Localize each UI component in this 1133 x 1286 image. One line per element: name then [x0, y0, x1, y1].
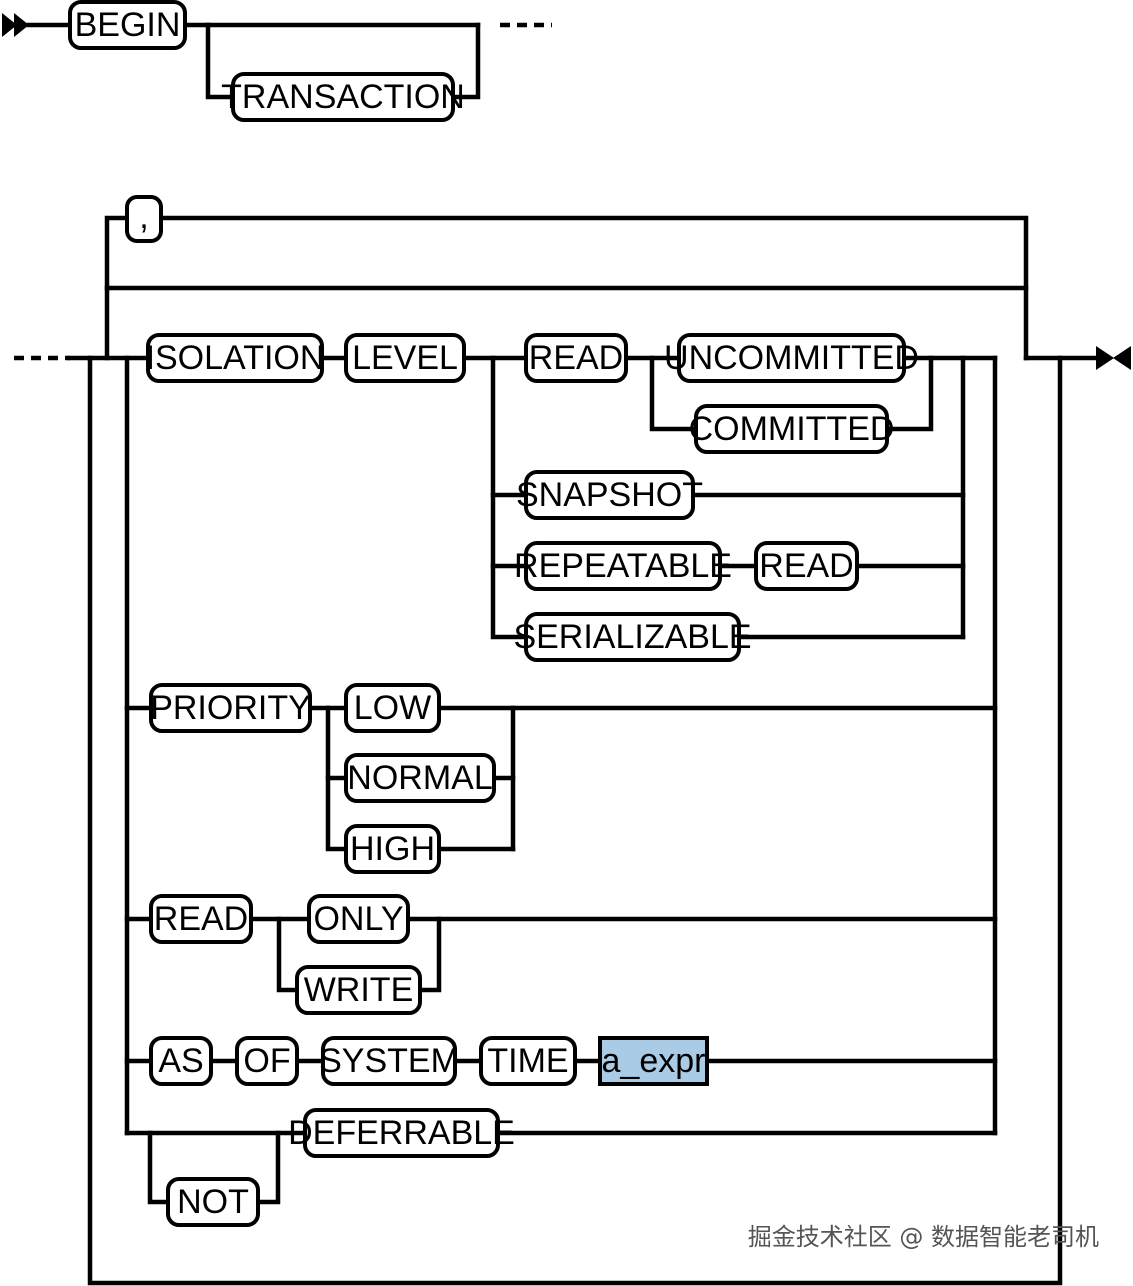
time-keyword: TIME — [479, 1036, 577, 1086]
access-read-keyword: READ — [149, 894, 253, 944]
read-keyword: READ — [524, 333, 628, 383]
svg-text:SNAPSHOT: SNAPSHOT — [516, 476, 703, 514]
as-keyword: AS — [149, 1036, 213, 1086]
start-arrow-icon-2 — [14, 13, 29, 37]
level-keyword: LEVEL — [344, 333, 466, 383]
normal-keyword: NORMAL — [344, 753, 496, 803]
svg-text:ONLY: ONLY — [313, 900, 403, 938]
svg-text:HIGH: HIGH — [350, 830, 435, 868]
isolation-keyword: ISOLATION — [146, 333, 325, 383]
svg-text:SYSTEM: SYSTEM — [319, 1042, 459, 1080]
svg-text:NORMAL: NORMAL — [347, 759, 492, 797]
svg-text:DEFERRABLE: DEFERRABLE — [288, 1114, 515, 1152]
svg-text:OF: OF — [243, 1042, 290, 1080]
system-keyword: SYSTEM — [319, 1036, 459, 1086]
comma-separator: , — [125, 195, 163, 243]
high-keyword: HIGH — [344, 824, 441, 874]
watermark: 掘金技术社区 @ 数据智能老司机 — [747, 1223, 1099, 1251]
svg-text:READ: READ — [759, 547, 853, 585]
repeatable-keyword: REPEATABLE — [514, 541, 732, 591]
svg-text:AS: AS — [158, 1042, 203, 1080]
svg-text:READ: READ — [154, 900, 248, 938]
svg-text:PRIORITY: PRIORITY — [150, 689, 311, 727]
transaction-keyword: TRANSACTION — [221, 72, 465, 122]
serializable-keyword: SERIALIZABLE — [513, 612, 752, 662]
deferrable-keyword: DEFERRABLE — [288, 1108, 515, 1158]
svg-text:TIME: TIME — [487, 1042, 568, 1080]
end-bar-icon — [1113, 346, 1131, 370]
svg-text:BEGIN: BEGIN — [75, 6, 181, 44]
a-expr-nonterminal: a_expr — [598, 1036, 709, 1086]
of-keyword: OF — [235, 1036, 299, 1086]
svg-text:,: , — [139, 198, 148, 236]
snapshot-keyword: SNAPSHOT — [516, 470, 703, 520]
end-arrow-icon — [1096, 346, 1114, 370]
begin-keyword: BEGIN — [68, 0, 187, 50]
svg-text:REPEATABLE: REPEATABLE — [514, 547, 732, 585]
only-keyword: ONLY — [307, 894, 410, 944]
not-keyword: NOT — [166, 1177, 260, 1227]
svg-text:READ: READ — [529, 339, 623, 377]
committed-keyword: COMMITTED — [689, 404, 895, 454]
uncommitted-keyword: UNCOMMITTED — [664, 333, 919, 383]
start-arrow-icon — [2, 13, 17, 37]
svg-text:WRITE: WRITE — [304, 971, 414, 1009]
transaction-modes-rail: , ISOLATION LEVEL READ UNCOMMITTED COMMI… — [14, 195, 1131, 1286]
begin-transaction-rail: BEGIN TRANSACTION — [2, 0, 552, 122]
svg-text:COMMITTED: COMMITTED — [689, 410, 895, 448]
svg-text:UNCOMMITTED: UNCOMMITTED — [664, 339, 919, 377]
svg-text:ISOLATION: ISOLATION — [146, 339, 325, 377]
svg-text:TRANSACTION: TRANSACTION — [221, 78, 465, 116]
repeatable-read-keyword: READ — [754, 541, 859, 591]
priority-keyword: PRIORITY — [149, 683, 312, 733]
svg-text:LEVEL: LEVEL — [352, 339, 458, 377]
write-keyword: WRITE — [295, 965, 422, 1015]
svg-text:NOT: NOT — [177, 1183, 249, 1221]
svg-text:SERIALIZABLE: SERIALIZABLE — [513, 618, 751, 656]
svg-text:LOW: LOW — [354, 689, 431, 727]
svg-text:a_expr: a_expr — [602, 1042, 706, 1080]
low-keyword: LOW — [344, 683, 441, 733]
